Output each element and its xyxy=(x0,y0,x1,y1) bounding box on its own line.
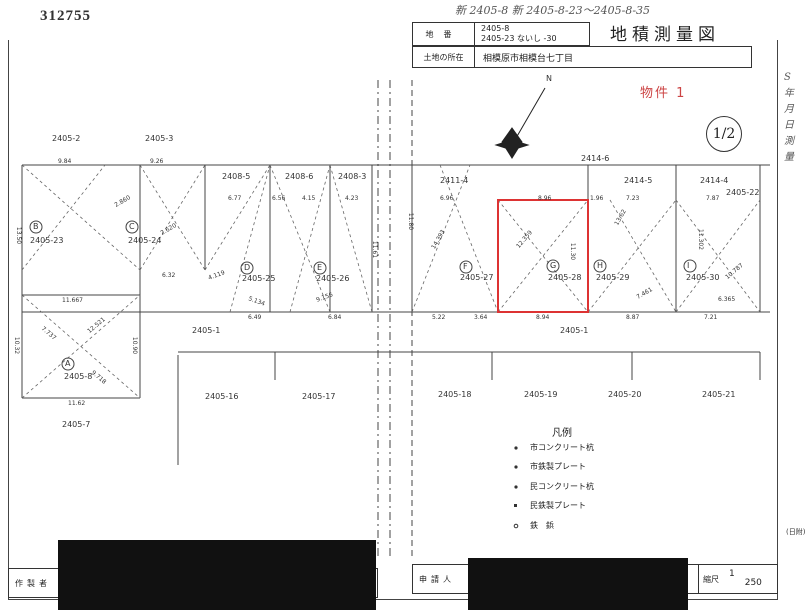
lot-label: 2414-5 xyxy=(624,176,653,185)
legend-item: 鉄 鋲 xyxy=(530,521,554,530)
dimension-label: 7.87 xyxy=(706,195,720,202)
dimension-label: 8.87 xyxy=(626,314,640,321)
dimension-label: 5.22 xyxy=(432,314,446,321)
scale-denominator: 250 xyxy=(744,578,762,588)
date-note: (日附) xyxy=(786,528,806,536)
dimension-label: 11.80 xyxy=(407,212,415,231)
dimension-label: 8.96 xyxy=(538,195,552,202)
page-title: 地積測量図 xyxy=(610,25,720,45)
lot-label: 2405-17 xyxy=(302,392,336,401)
legend-title: 凡例 xyxy=(552,428,572,439)
dimension-label: 6.96 xyxy=(440,195,454,202)
lot-letter: H xyxy=(597,261,604,270)
legend-item: 民コンクリート杭 xyxy=(530,482,594,491)
lot-letter: D xyxy=(244,263,251,272)
lot-label: 2405-8 xyxy=(64,372,93,381)
lot-value-2: 2405-23 ないし -30 xyxy=(481,34,557,43)
address-label: 土地の所在 xyxy=(413,47,475,67)
redacted-maker xyxy=(58,540,376,610)
lot-label: 2408-6 xyxy=(285,172,314,181)
scale-box: 縮尺 1 250 xyxy=(698,564,778,594)
dimension-label: 6.365 xyxy=(718,296,736,303)
dimension-label: 7.21 xyxy=(704,314,718,321)
lot-number-box: 地番 2405-8 2405-23 ないし -30 xyxy=(412,22,590,46)
lot-label: 2405-26 xyxy=(316,274,350,283)
lot-letter: F xyxy=(463,262,468,271)
property-label: 物件 1 xyxy=(640,86,687,101)
dimension-label: 9.84 xyxy=(58,158,72,165)
lot-letter: I xyxy=(687,261,690,270)
lot-label: 2405-29 xyxy=(596,273,630,282)
lot-label: 2405-3 xyxy=(145,134,174,143)
dimension-label: 3.64 xyxy=(474,314,488,321)
dimension-label: 9.26 xyxy=(150,158,164,165)
north-label: N xyxy=(546,74,552,83)
lot-label: 2405-23 xyxy=(30,236,64,245)
dimension-label: 13.50 xyxy=(15,226,23,245)
dimension-label: 11.61 xyxy=(371,240,379,259)
lot-label: 2405-20 xyxy=(608,390,642,399)
dimension-label: 11.30 xyxy=(569,242,577,261)
lot-label: 2405-16 xyxy=(205,392,239,401)
dimension-label: 6.77 xyxy=(228,195,242,202)
lot-label: 2414-6 xyxy=(581,154,610,163)
dimension-label: 6.84 xyxy=(328,314,342,321)
lot-label: 2405-18 xyxy=(438,390,472,399)
lot-label: 2405-1 xyxy=(560,326,589,335)
lot-label: 2405-2 xyxy=(52,134,81,143)
lot-letter: G xyxy=(550,261,557,270)
scale-numerator: 1 xyxy=(729,569,735,579)
drawing-frame xyxy=(8,40,778,600)
applicant-label: 申請人 xyxy=(419,574,455,584)
legend-item: 市コンクリート杭 xyxy=(530,443,594,452)
lot-label: 地番 xyxy=(413,23,475,45)
dimension-label: 11.302 xyxy=(697,229,704,250)
lot-label: 2408-5 xyxy=(222,172,251,181)
address-box: 土地の所在 相模原市相模台七丁目 xyxy=(412,46,752,68)
dimension-label: 4.15 xyxy=(302,195,316,202)
dimension-label: 4.23 xyxy=(345,195,359,202)
lot-label: 2405-1 xyxy=(192,326,221,335)
lot-value-1: 2405-8 xyxy=(481,24,510,33)
scale-label: 縮尺 xyxy=(703,574,719,584)
lot-label: 2405-7 xyxy=(62,420,91,429)
lot-letter: E xyxy=(317,263,323,272)
dimension-label: 10.32 xyxy=(13,336,21,355)
dimension-label: 6.32 xyxy=(162,272,176,279)
side-note: S 年 月 日 測量 xyxy=(784,72,794,163)
lot-label: 2405-25 xyxy=(242,274,276,283)
legend-item: 市鉄製プレート xyxy=(530,462,586,471)
dimension-label: 7.23 xyxy=(626,195,640,202)
dimension-label: 1.96 xyxy=(590,195,604,202)
dimension-label: 11.62 xyxy=(68,400,86,407)
legend-item: 民鉄製プレート xyxy=(530,501,586,510)
handwritten-note: 新 2405-8 新 2405-8-23〜2405-8-35 xyxy=(455,4,651,17)
dimension-label: 8.94 xyxy=(536,314,550,321)
document-number: 312755 xyxy=(40,8,91,24)
lot-label: 2405-24 xyxy=(128,236,162,245)
dimension-label: 10.90 xyxy=(131,336,139,355)
dimension-label: 6.56 xyxy=(272,195,286,202)
lot-label: 2405-19 xyxy=(524,390,558,399)
dimension-label: 6.49 xyxy=(248,314,262,321)
lot-label: 2414-4 xyxy=(700,176,729,185)
lot-label: 2405-27 xyxy=(460,273,494,282)
lot-label: 2405-21 xyxy=(702,390,736,399)
lot-label: 2405-30 xyxy=(686,273,720,282)
address-value: 相模原市相模台七丁目 xyxy=(483,53,574,64)
lot-letter: A xyxy=(65,359,71,368)
lot-letter: C xyxy=(129,222,135,231)
lot-label: 2408-3 xyxy=(338,172,367,181)
redacted-applicant xyxy=(468,558,688,610)
lot-label: 2411-4 xyxy=(440,176,469,185)
dimension-label: 11.667 xyxy=(62,297,83,304)
lot-letter: B xyxy=(33,222,39,231)
sheet-number: 1/2 xyxy=(706,116,742,152)
lot-label: 2405-28 xyxy=(548,273,582,282)
lot-label: 2405-22 xyxy=(726,188,760,197)
maker-label: 作製者 xyxy=(15,578,51,588)
